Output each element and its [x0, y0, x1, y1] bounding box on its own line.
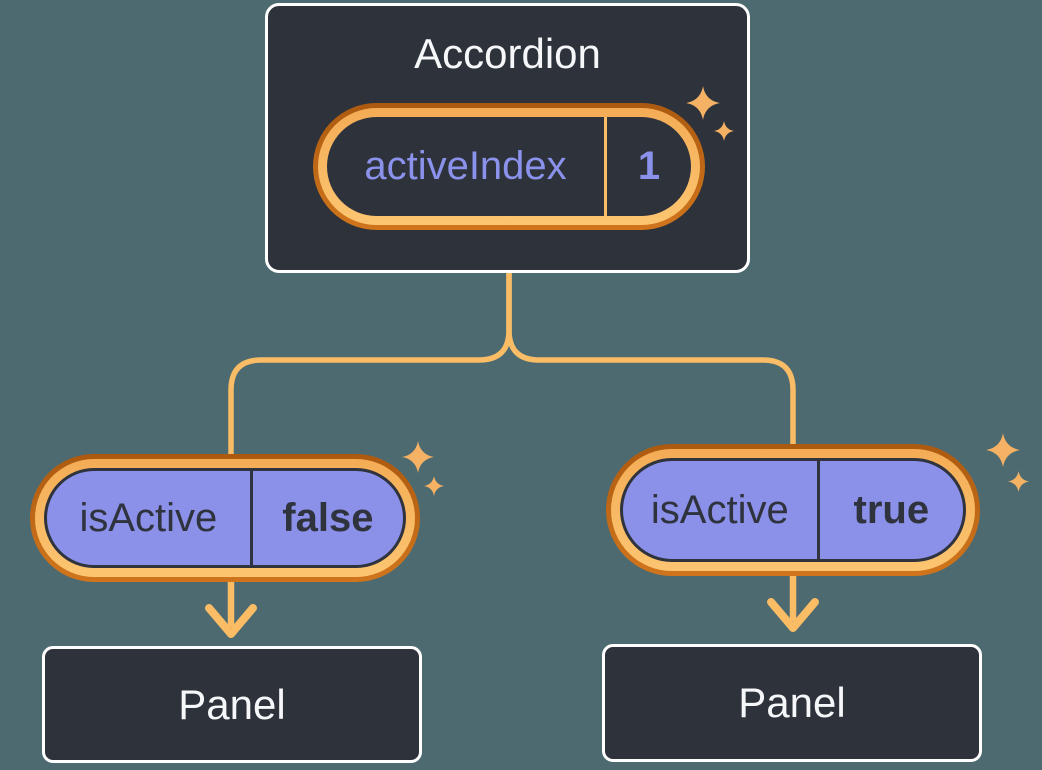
prop-value-right: true — [853, 487, 930, 532]
state-pill-divider — [604, 117, 607, 216]
sparkle-icon-large — [986, 433, 1020, 467]
panel-title-right: Panel — [738, 679, 846, 726]
prop-pill-body: isActive true — [620, 458, 966, 562]
panel-box-left: Panel — [42, 646, 422, 763]
state-value: 1 — [637, 144, 661, 188]
prop-pill-divider-left — [249, 471, 253, 565]
accordion-component-box: Accordion activeIndex 1 — [265, 3, 750, 273]
prop-pill-divider-right — [816, 461, 820, 559]
sparkle-icon-small — [714, 121, 734, 141]
connector-right-branch — [506, 268, 796, 455]
state-pill: activeIndex 1 — [313, 103, 705, 230]
prop-name-left: isActive — [79, 495, 218, 540]
prop-pill-ring: isActive false — [35, 459, 415, 577]
arrow-to-right-panel — [767, 568, 819, 632]
accordion-title: Accordion — [414, 30, 601, 77]
arrow-to-left-panel — [205, 574, 257, 638]
panel-title-left: Panel — [178, 680, 286, 728]
state-name: activeIndex — [364, 144, 567, 188]
prop-value-left: false — [282, 495, 374, 540]
prop-pill-isactive-left: isActive false — [30, 454, 420, 582]
sparkle-icon-large — [686, 86, 720, 120]
panel-box-right: Panel — [602, 644, 982, 762]
state-pill-body: activeIndex 1 — [327, 117, 691, 216]
prop-name-right: isActive — [650, 487, 789, 532]
sparkle-icon-large — [402, 441, 434, 473]
sparkle-icon-small — [1008, 471, 1029, 492]
prop-pill-ring: isActive true — [611, 449, 975, 571]
sparkle-icon-small — [424, 476, 444, 496]
prop-pill-isactive-right: isActive true — [606, 444, 980, 576]
connector-left-branch — [228, 268, 512, 463]
prop-pill-body: isActive false — [44, 468, 406, 568]
state-pill-ring: activeIndex 1 — [318, 108, 700, 225]
